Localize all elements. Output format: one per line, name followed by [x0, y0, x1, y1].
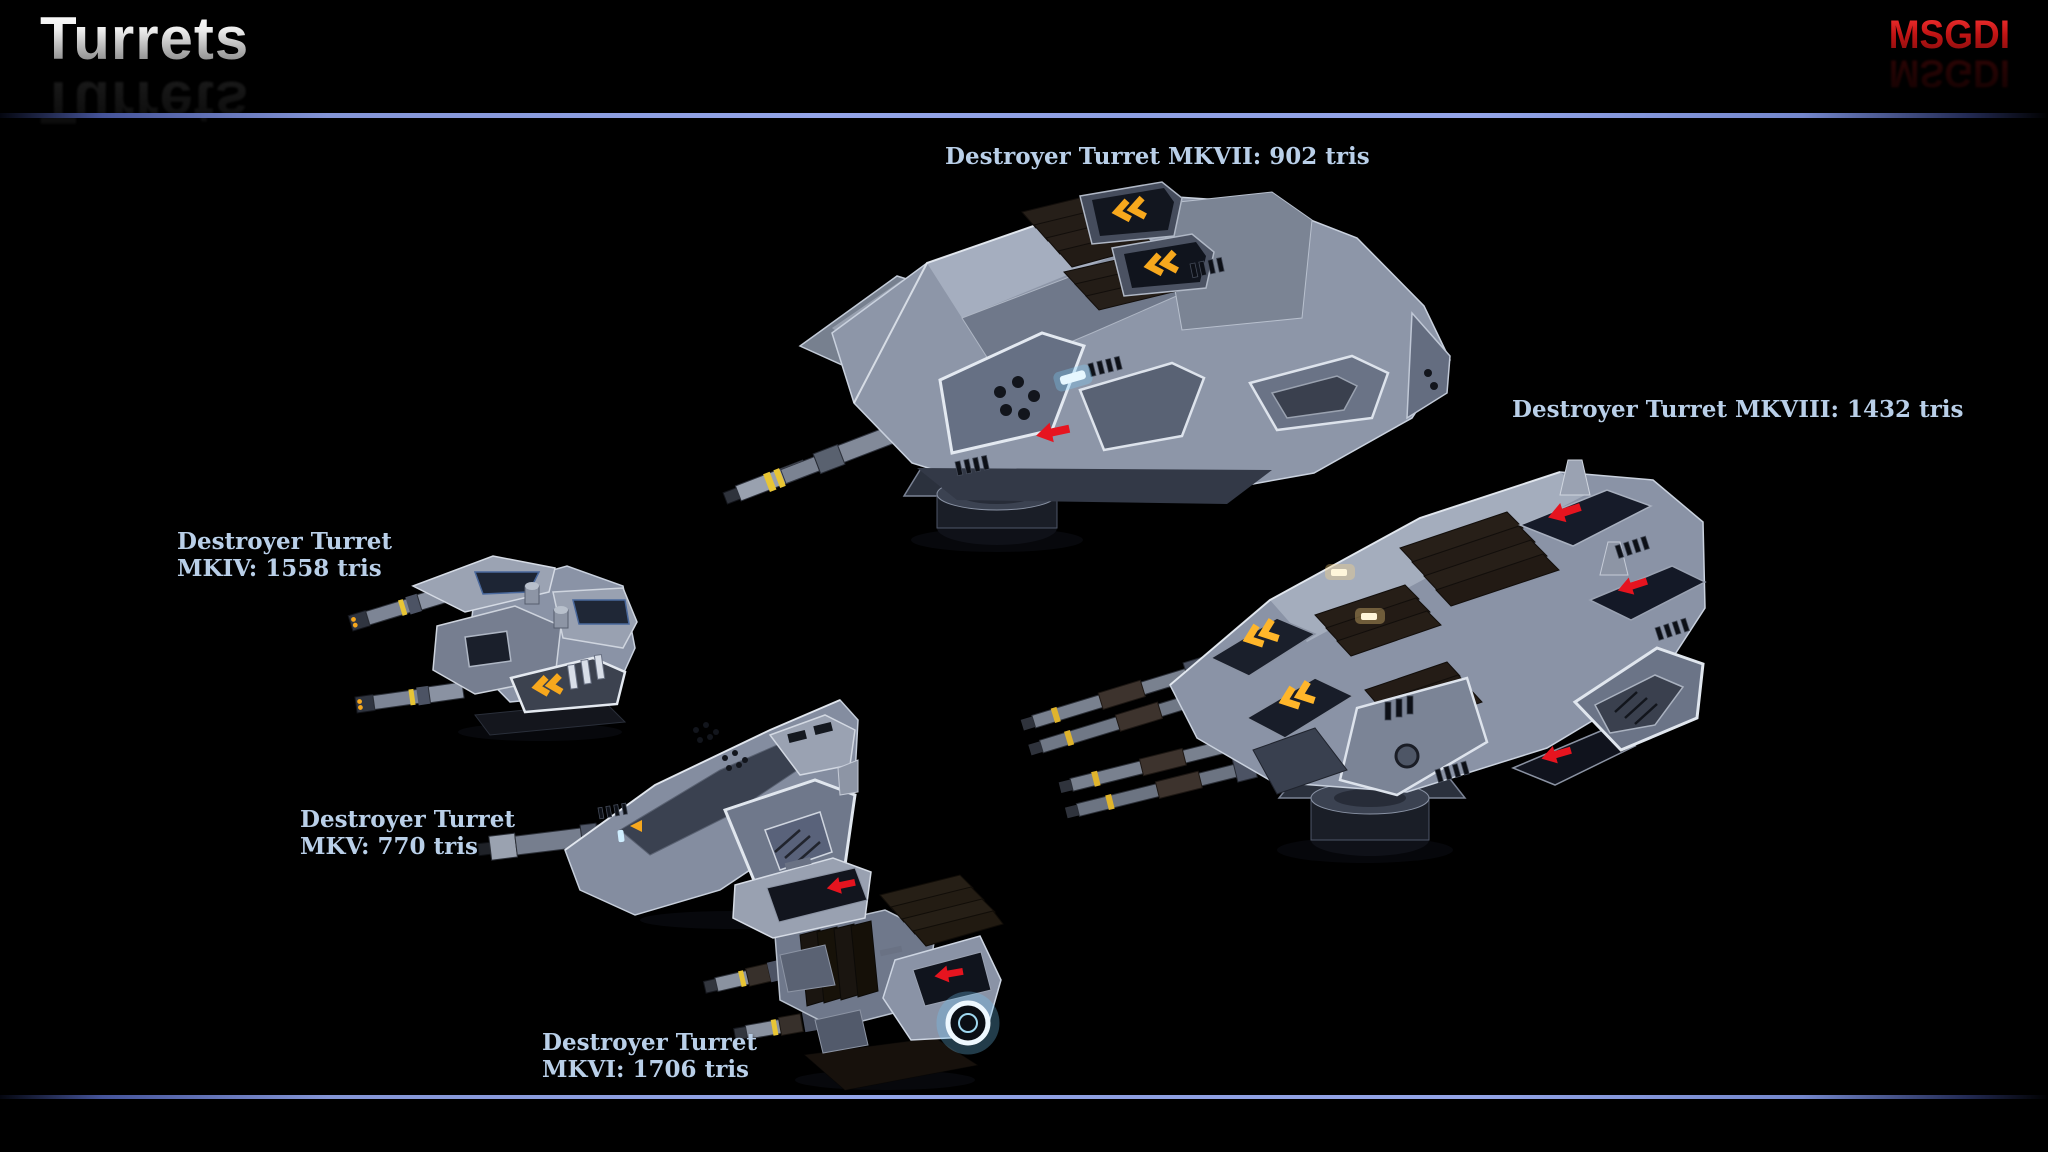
vent-slits — [597, 802, 628, 820]
orange-mark — [630, 820, 642, 832]
vent-slits — [1087, 355, 1123, 378]
turret-mkviii-render — [1015, 450, 1715, 865]
label-line: Destroyer Turret — [542, 1029, 757, 1056]
chevron-decal-icon — [1242, 618, 1280, 648]
arrow-decal-icon — [1548, 503, 1582, 523]
turret-mkviii-label: Destroyer Turret MKVIII: 1432 tris — [1512, 396, 1963, 423]
cyan-light — [617, 829, 625, 843]
footer-divider-line — [0, 1095, 2048, 1099]
chevron-decal-icon — [531, 673, 564, 697]
turret-mkvi-exhaust-fins — [879, 874, 1004, 947]
turret-mkv-render — [470, 680, 860, 935]
turret-mkiv-label: Destroyer Turret MKIV: 1558 tris — [177, 528, 392, 582]
turret-mkv-body — [564, 699, 859, 916]
turret-mkvii-body — [798, 181, 1451, 504]
turret-mkvii-label: Destroyer Turret MKVII: 902 tris — [945, 143, 1370, 170]
turret-mkiv-body — [411, 555, 638, 714]
lens-detail — [1394, 743, 1420, 769]
grill-posts — [566, 653, 606, 690]
chevron-decal-icon — [1111, 195, 1147, 223]
turret-mkiv-barrels — [347, 584, 465, 714]
vent-slits — [954, 454, 990, 477]
arrow-decal-icon — [826, 877, 856, 894]
dot-matrix — [693, 722, 748, 771]
label-line: MKIV: 1558 tris — [177, 555, 382, 582]
turret-mkiv-render — [325, 530, 640, 745]
chevron-decal-icon — [1143, 249, 1179, 277]
turret-mkvi-body — [732, 856, 1004, 1055]
turret-mkviii-body — [1169, 459, 1707, 797]
label-line: Destroyer Turret — [300, 806, 515, 833]
turret-mkvi-label: Destroyer Turret MKVI: 1706 tris — [542, 1029, 757, 1083]
panel-holes — [994, 376, 1040, 420]
arrow-decal-icon — [1617, 577, 1648, 595]
chevron-decal-icon — [1278, 680, 1316, 710]
turret-mkvii-render — [712, 168, 1462, 558]
turret-mkvi-render — [685, 840, 1005, 1095]
arrow-decal-icon — [1036, 422, 1071, 443]
label-line: Destroyer Turret MKVIII: 1432 tris — [1512, 396, 1964, 423]
page-title-reflection: Turrets — [40, 69, 250, 136]
arrow-decal-icon — [1541, 746, 1572, 764]
page-title: Turrets — [40, 5, 250, 72]
turret-mkviii-arrow-panels — [1511, 489, 1707, 786]
glow-ring — [936, 991, 1000, 1055]
msgdi-logo-reflection: MSGDI — [1888, 52, 2010, 96]
label-line: MKV: 770 tris — [300, 833, 478, 860]
turret-mkvii-chevron-blocks — [1079, 181, 1225, 297]
arrow-decal-icon — [934, 965, 964, 983]
label-line: Destroyer Turret — [177, 528, 392, 555]
turret-mkv-label: Destroyer Turret MKV: 770 tris — [300, 806, 515, 860]
turret-mkviii-chevron-wedges — [1209, 617, 1355, 739]
warm-light — [1325, 564, 1385, 624]
cyan-light — [1053, 364, 1093, 392]
header-divider-line — [0, 113, 2048, 118]
msgdi-logo: MSGDI — [1888, 12, 2010, 57]
label-line: MKVI: 1706 tris — [542, 1056, 749, 1083]
top-cylinders — [524, 582, 569, 629]
label-line: Destroyer Turret MKVII: 902 tris — [945, 143, 1370, 170]
